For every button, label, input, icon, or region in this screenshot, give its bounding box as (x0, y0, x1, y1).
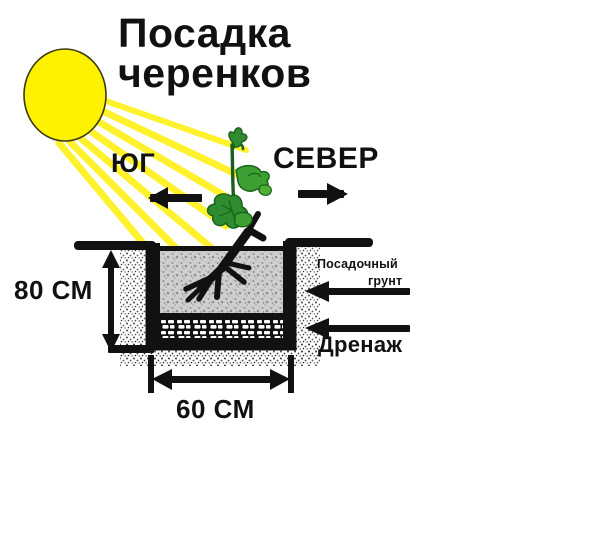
page-title-line-1: Посадка (118, 10, 291, 56)
ground-surface-line (74, 238, 373, 250)
planting-soil-callout-line-2: грунт (368, 274, 403, 288)
drainage-callout-arrow (305, 318, 410, 339)
north-direction-arrow (298, 183, 348, 205)
drainage-gravel-layer (156, 318, 286, 340)
grape-cutting-plant (206, 127, 272, 229)
width-dimension-arrow (148, 355, 294, 393)
page-title-line-2: черенков (118, 50, 312, 96)
north-label: СЕВЕР (273, 142, 379, 175)
depth-dimension-label: 80 СМ (14, 275, 93, 305)
sun-icon (23, 48, 107, 142)
depth-dimension-arrow (102, 250, 154, 353)
sun-rays (55, 97, 249, 284)
planting-soil-callout-line-1: Посадочный (317, 257, 398, 271)
root-system (183, 211, 267, 303)
planting-pit (145, 241, 297, 351)
south-direction-arrow (148, 187, 202, 209)
south-label: ЮГ (111, 148, 156, 178)
soil-callout-arrow (305, 281, 410, 302)
width-dimension-label: 60 СМ (176, 394, 255, 424)
drainage-callout-label: Дренаж (318, 332, 403, 357)
